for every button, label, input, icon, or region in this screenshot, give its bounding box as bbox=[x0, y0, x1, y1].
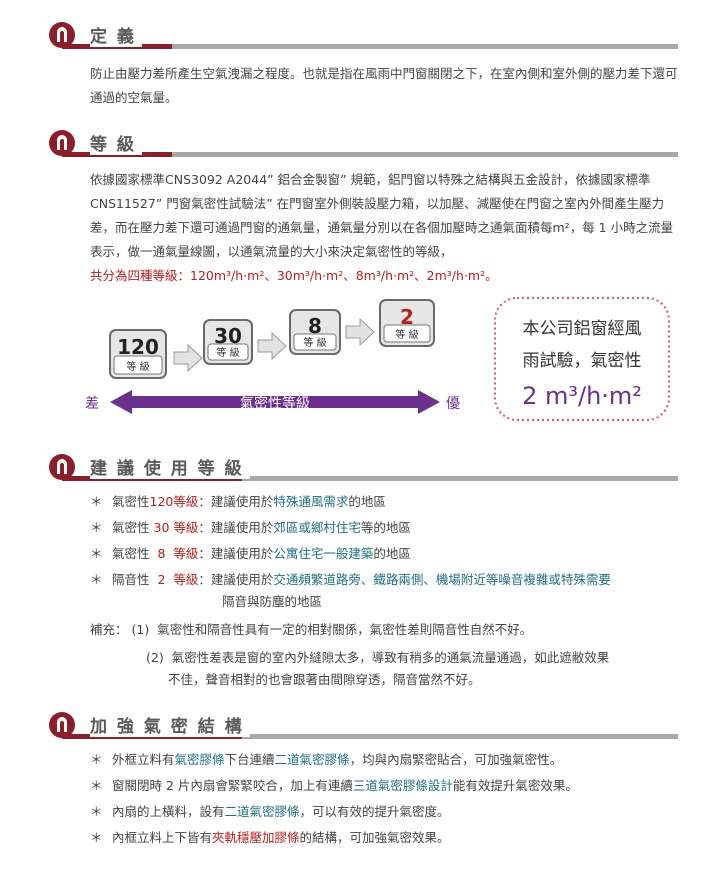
company-airtightness-badge: 本公司鋁窗經風 雨試驗，氣密性 2 m³/h·m² bbox=[494, 297, 670, 421]
grade-diagram: 120 等 級 30 等 級 8 等 級 2 等 級 差 氣密性等級 優 bbox=[85, 299, 460, 414]
usage-item: ＊隔音性 2 等級：建議使用於交通頻繁道路旁、鐵路兩側、機場附近等噪音複雜或特殊… bbox=[90, 572, 611, 587]
section-title: 定 義 bbox=[90, 22, 142, 47]
arrow-right-icon bbox=[257, 331, 287, 361]
usage-item-continuation: 隔音與防塵的地區 bbox=[222, 594, 323, 609]
arrow-right-icon bbox=[173, 343, 203, 373]
note-2-continuation: 不佳，聲音相對的也會跟著由間隙穿透，隔音當然不好。 bbox=[168, 672, 481, 687]
axis-center-label: 氣密性等級 bbox=[240, 395, 310, 412]
level-label: 等 級 bbox=[303, 336, 326, 349]
reinforce-item: ＊窗關閉時 2 片內扇會緊緊咬合，加上有連續三道氣密膠條設計能有效提升氣密效果。 bbox=[90, 778, 578, 793]
level-box-30: 30 等 級 bbox=[203, 319, 253, 365]
definition-text: 防止由壓力差所產生空氣洩漏之程度。也就是指在風雨中門窗關閉之下，在室內側和室外側… bbox=[90, 66, 678, 105]
section-title: 等 級 bbox=[90, 130, 142, 155]
axis-right-label: 優 bbox=[446, 396, 460, 412]
section-bullet-icon bbox=[49, 454, 75, 480]
usage-item: ＊氣密性 8 等級：建議使用於公寓住宅一般建築的地區 bbox=[90, 546, 411, 561]
badge-line2: 雨試驗，氣密性 bbox=[523, 351, 642, 371]
reinforce-item: ＊內扇的上橫料，設有二道氣密膠條，可以有效的提升氣密度。 bbox=[90, 804, 450, 819]
level-box-120: 120 等 級 bbox=[109, 329, 167, 379]
grade-text: 依據國家標準CNS3092 A2044” 鋁合金製窗” 規範，鋁門窗以特殊之結構… bbox=[90, 172, 674, 259]
section-title: 建 議 使 用 等 級 bbox=[90, 454, 250, 479]
level-box-8: 8 等 級 bbox=[289, 309, 341, 355]
section-bullet-icon bbox=[49, 22, 75, 48]
section-header: 建 議 使 用 等 級 bbox=[48, 450, 680, 484]
reinforce-item: ＊外框立料有氣密膠條下台連續二道氣密膠條，均與內扇緊密貼合，可加強氣密性。 bbox=[90, 752, 563, 767]
level-value: 8 bbox=[308, 314, 322, 338]
level-label: 等 級 bbox=[216, 346, 239, 359]
section-title: 加 強 氣 密 結 構 bbox=[90, 712, 250, 737]
note-2: (2)氣密性差表是窗的室內外縫隙太多，導致有稍多的通氣流量通過，如此遮敝效果 bbox=[146, 650, 610, 665]
axis-left-label: 差 bbox=[85, 396, 99, 412]
section-header: 等 級 bbox=[48, 126, 680, 160]
arrow-right-icon bbox=[345, 317, 375, 347]
airtightness-axis-arrow bbox=[110, 390, 440, 414]
section-header: 加 強 氣 密 結 構 bbox=[48, 708, 680, 742]
usage-item: ＊氣密性120等級：建議使用於特殊通風需求的地區 bbox=[90, 494, 386, 509]
section-bullet-icon bbox=[49, 712, 75, 738]
level-box-2: 2 等 級 bbox=[379, 299, 435, 347]
level-value: 2 bbox=[400, 305, 414, 329]
level-label: 等 級 bbox=[126, 360, 149, 373]
level-label: 等 級 bbox=[395, 328, 418, 341]
reinforce-item: ＊內框立料上下皆有夾軌穩壓加膠條的結構，可加強氣密效果。 bbox=[90, 830, 450, 845]
grade-summary: 共分為四種等級：120m³/h·m²、30m³/h·m²、8m³/h·m²、2m… bbox=[90, 268, 498, 283]
section-bullet-icon bbox=[49, 130, 75, 156]
badge-line1: 本公司鋁窗經風 bbox=[523, 319, 642, 339]
section-header: 定 義 bbox=[48, 18, 680, 52]
note-1: 補充：(1)氣密性和隔音性具有一定的相對關係，氣密性差則隔音性自然不好。 bbox=[90, 622, 533, 637]
level-value: 30 bbox=[214, 324, 242, 348]
level-value: 120 bbox=[117, 335, 159, 359]
badge-value: 2 m³/h·m² bbox=[522, 382, 642, 410]
usage-item: ＊氣密性 30 等級：建議使用於郊區或鄉村住宅等的地區 bbox=[90, 520, 411, 535]
